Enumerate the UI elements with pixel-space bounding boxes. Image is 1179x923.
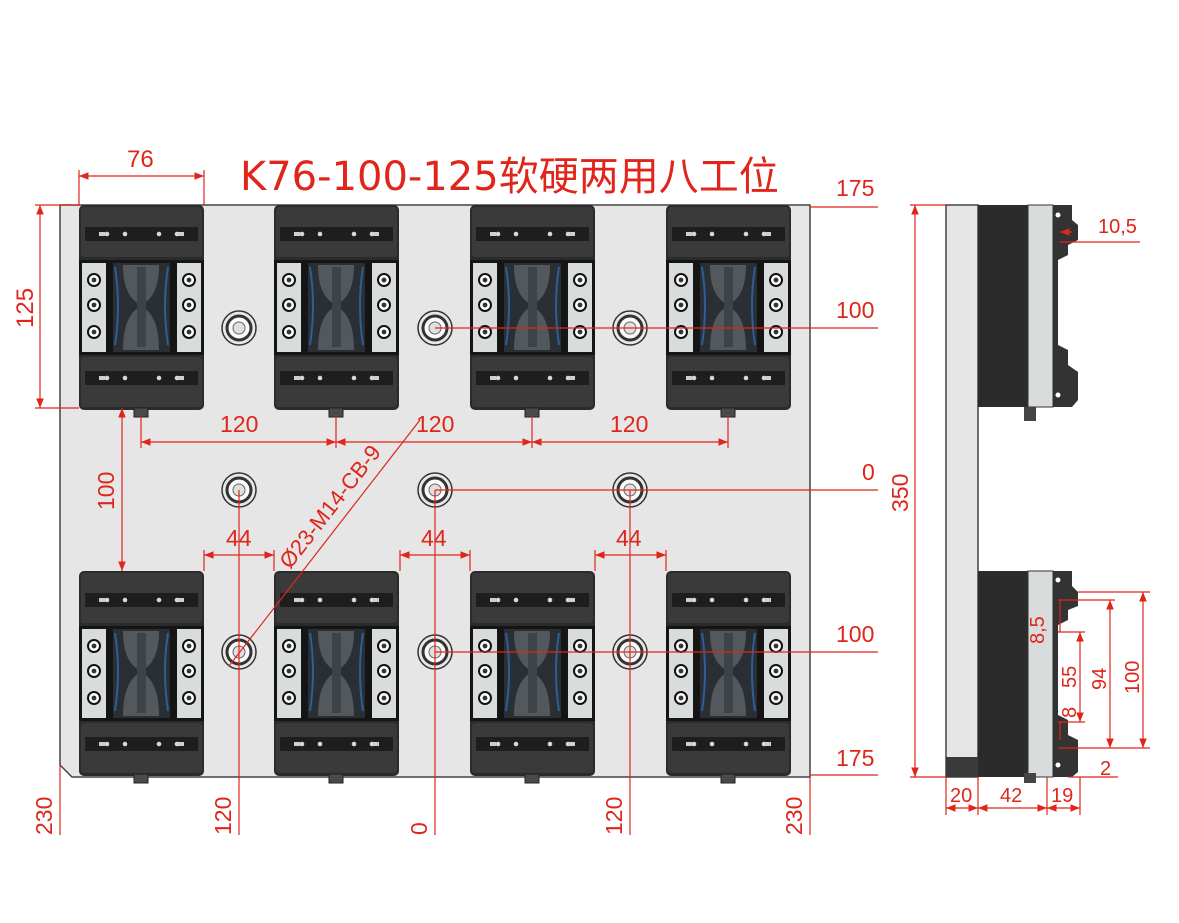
side-view: 350 10,5 8,5 55 94 100 8 2 20 42 19 — [887, 204, 1150, 815]
vise-module — [665, 570, 792, 784]
dim-right-top: 175 — [836, 175, 874, 201]
dim-vertical-gap: 100 — [93, 472, 119, 510]
dim-bottom-right: 230 — [781, 797, 807, 835]
dim-width-42: 42 — [1000, 785, 1022, 807]
vise-module — [469, 570, 596, 784]
dim-width-19: 19 — [1051, 785, 1073, 807]
dim-width-20: 20 — [950, 785, 972, 807]
dim-55: 55 — [1059, 666, 1081, 688]
vise-module — [78, 570, 205, 784]
dim-8: 8 — [1059, 707, 1081, 718]
dim-bottom-left: 230 — [31, 797, 57, 835]
dim-right-bottom: 175 — [836, 745, 874, 771]
dim-gap-2: 44 — [421, 525, 447, 551]
dim-pitch-3: 120 — [610, 411, 648, 437]
dim-vise-width: 76 — [127, 146, 154, 173]
dim-total-height: 350 — [887, 474, 913, 512]
dim-vise-height: 125 — [12, 288, 39, 328]
dim-94: 94 — [1089, 668, 1111, 690]
vise-module — [665, 204, 792, 418]
dim-8-5: 8,5 — [1027, 616, 1049, 644]
dim-row-top: 100 — [836, 297, 874, 323]
dim-pitch-2: 120 — [416, 411, 454, 437]
vise-module — [273, 570, 400, 784]
vise-module — [273, 204, 400, 418]
dim-row-bottom: 100 — [836, 621, 874, 647]
drawing-title: K76-100-125软硬两用八工位 — [240, 154, 779, 200]
dim-gap-3: 44 — [616, 525, 642, 551]
vise-module — [78, 204, 205, 418]
dim-bottom-0: 0 — [406, 822, 432, 835]
front-view: 76 175 125 100 0 100 175 120 120 120 100… — [12, 146, 878, 835]
dim-pitch-1: 120 — [220, 411, 258, 437]
dim-100: 100 — [1122, 661, 1144, 694]
mounting-bolt-icon — [220, 309, 258, 347]
dim-bottom-120-left: 120 — [210, 797, 236, 835]
dim-2: 2 — [1100, 758, 1111, 780]
dim-top-gap: 10,5 — [1098, 216, 1137, 238]
dim-bottom-120-right: 120 — [601, 797, 627, 835]
dim-center: 0 — [862, 459, 875, 485]
dim-gap-1: 44 — [226, 525, 252, 551]
vise-module — [469, 204, 596, 418]
